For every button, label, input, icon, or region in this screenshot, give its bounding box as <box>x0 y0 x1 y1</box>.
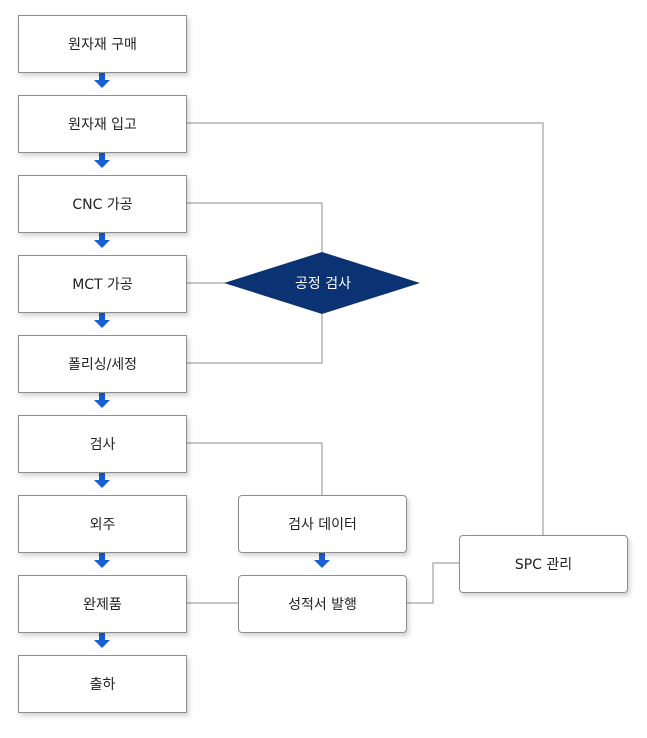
step-outsourcing: 외주 <box>18 495 187 553</box>
down-arrow-icon <box>94 233 110 248</box>
spc-management-box: SPC 관리 <box>459 535 628 593</box>
down-arrow-icon <box>94 473 110 488</box>
connector-certificate-to-spc <box>407 562 459 604</box>
down-arrow-icon <box>94 393 110 408</box>
down-arrow-icon <box>94 553 110 568</box>
process-inspection-label: 공정 검사 <box>295 276 351 292</box>
connector-polishing-to-inspection <box>187 314 323 364</box>
down-arrow-icon <box>314 553 330 568</box>
certificate-issue-box: 성적서 발행 <box>238 575 407 633</box>
step-raw-material-purchase: 원자재 구매 <box>18 15 187 73</box>
step-polishing-cleaning: 폴리싱/세정 <box>18 335 187 393</box>
connector-cnc-to-inspection <box>187 202 323 252</box>
down-arrow-icon <box>94 73 110 88</box>
connector-inspection-to-data <box>187 442 323 495</box>
step-finished-product: 완제품 <box>18 575 187 633</box>
connector-receiving-to-spc <box>187 122 544 535</box>
step-cnc-machining: CNC 가공 <box>18 175 187 233</box>
inspection-data-box: 검사 데이터 <box>238 495 407 553</box>
step-inspection: 검사 <box>18 415 187 473</box>
step-shipping: 출하 <box>18 655 187 713</box>
process-inspection-diamond <box>224 252 420 314</box>
step-raw-material-receiving: 원자재 입고 <box>18 95 187 153</box>
down-arrow-icon <box>94 153 110 168</box>
down-arrow-icon <box>94 313 110 328</box>
down-arrow-icon <box>94 633 110 648</box>
step-mct-machining: MCT 가공 <box>18 255 187 313</box>
